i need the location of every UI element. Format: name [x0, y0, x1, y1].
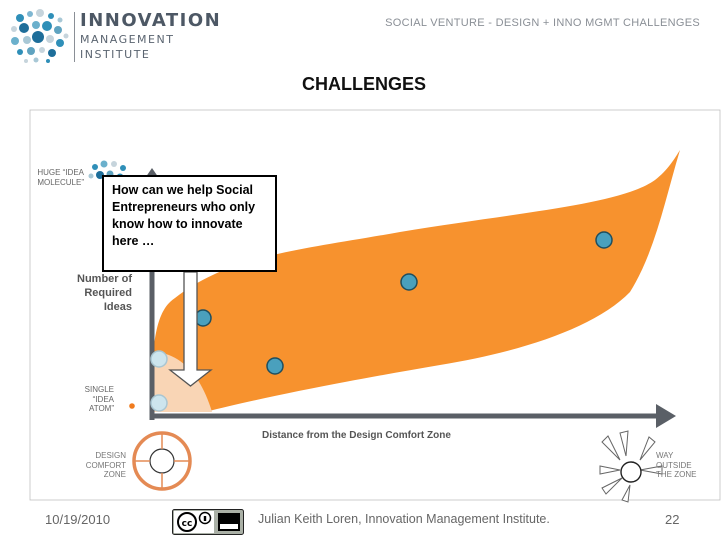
outside-zone-icon — [599, 430, 663, 503]
outside-zone-label: WAY OUTSIDE THE ZONE — [656, 451, 697, 479]
comfort-zone-label: DESIGN COMFORT ZONE — [85, 451, 126, 479]
org-name-line1: INNOVATION — [80, 10, 222, 31]
huge-idea-label: HUGE “IDEA MOLECULE” — [37, 168, 84, 187]
footer-date: 10/19/2010 — [45, 512, 111, 527]
idea-dot — [595, 231, 613, 249]
y-axis-label: Number of Required Ideas — [77, 273, 132, 313]
single-idea-label: SINGLE “IDEA ATOM” — [84, 385, 114, 413]
callout-box: How can we help Social Entrepreneurs who… — [102, 175, 277, 272]
header-subtitle: SOCIAL VENTURE - DESIGN + INNO MGMT CHAL… — [385, 17, 700, 29]
comfort-zone-region — [152, 352, 212, 412]
idea-dot — [400, 273, 418, 291]
page-number: 22 — [665, 512, 680, 527]
idea-dot — [150, 394, 168, 412]
slide-title: CHALLENGES — [301, 74, 426, 94]
idea-dot — [266, 357, 284, 375]
org-name-line2: MANAGEMENT — [80, 33, 175, 46]
x-axis-label: Distance from the Design Comfort Zone — [262, 430, 451, 441]
x-axis-arrow — [656, 404, 676, 428]
comfort-zone-icon — [132, 431, 192, 491]
idea-dot — [150, 350, 168, 368]
logo-dot-icon — [11, 9, 69, 63]
diagram-frame — [29, 109, 721, 501]
creative-commons-icon: cc — [172, 509, 244, 540]
idea-atom-dot — [129, 403, 135, 409]
footer-credit: Julian Keith Loren, Innovation Managemen… — [258, 512, 550, 526]
callout-down-arrow — [168, 271, 213, 387]
logo-divider — [74, 12, 75, 62]
org-name-line3: INSTITUTE — [80, 48, 151, 61]
svg-text:cc: cc — [182, 519, 193, 529]
